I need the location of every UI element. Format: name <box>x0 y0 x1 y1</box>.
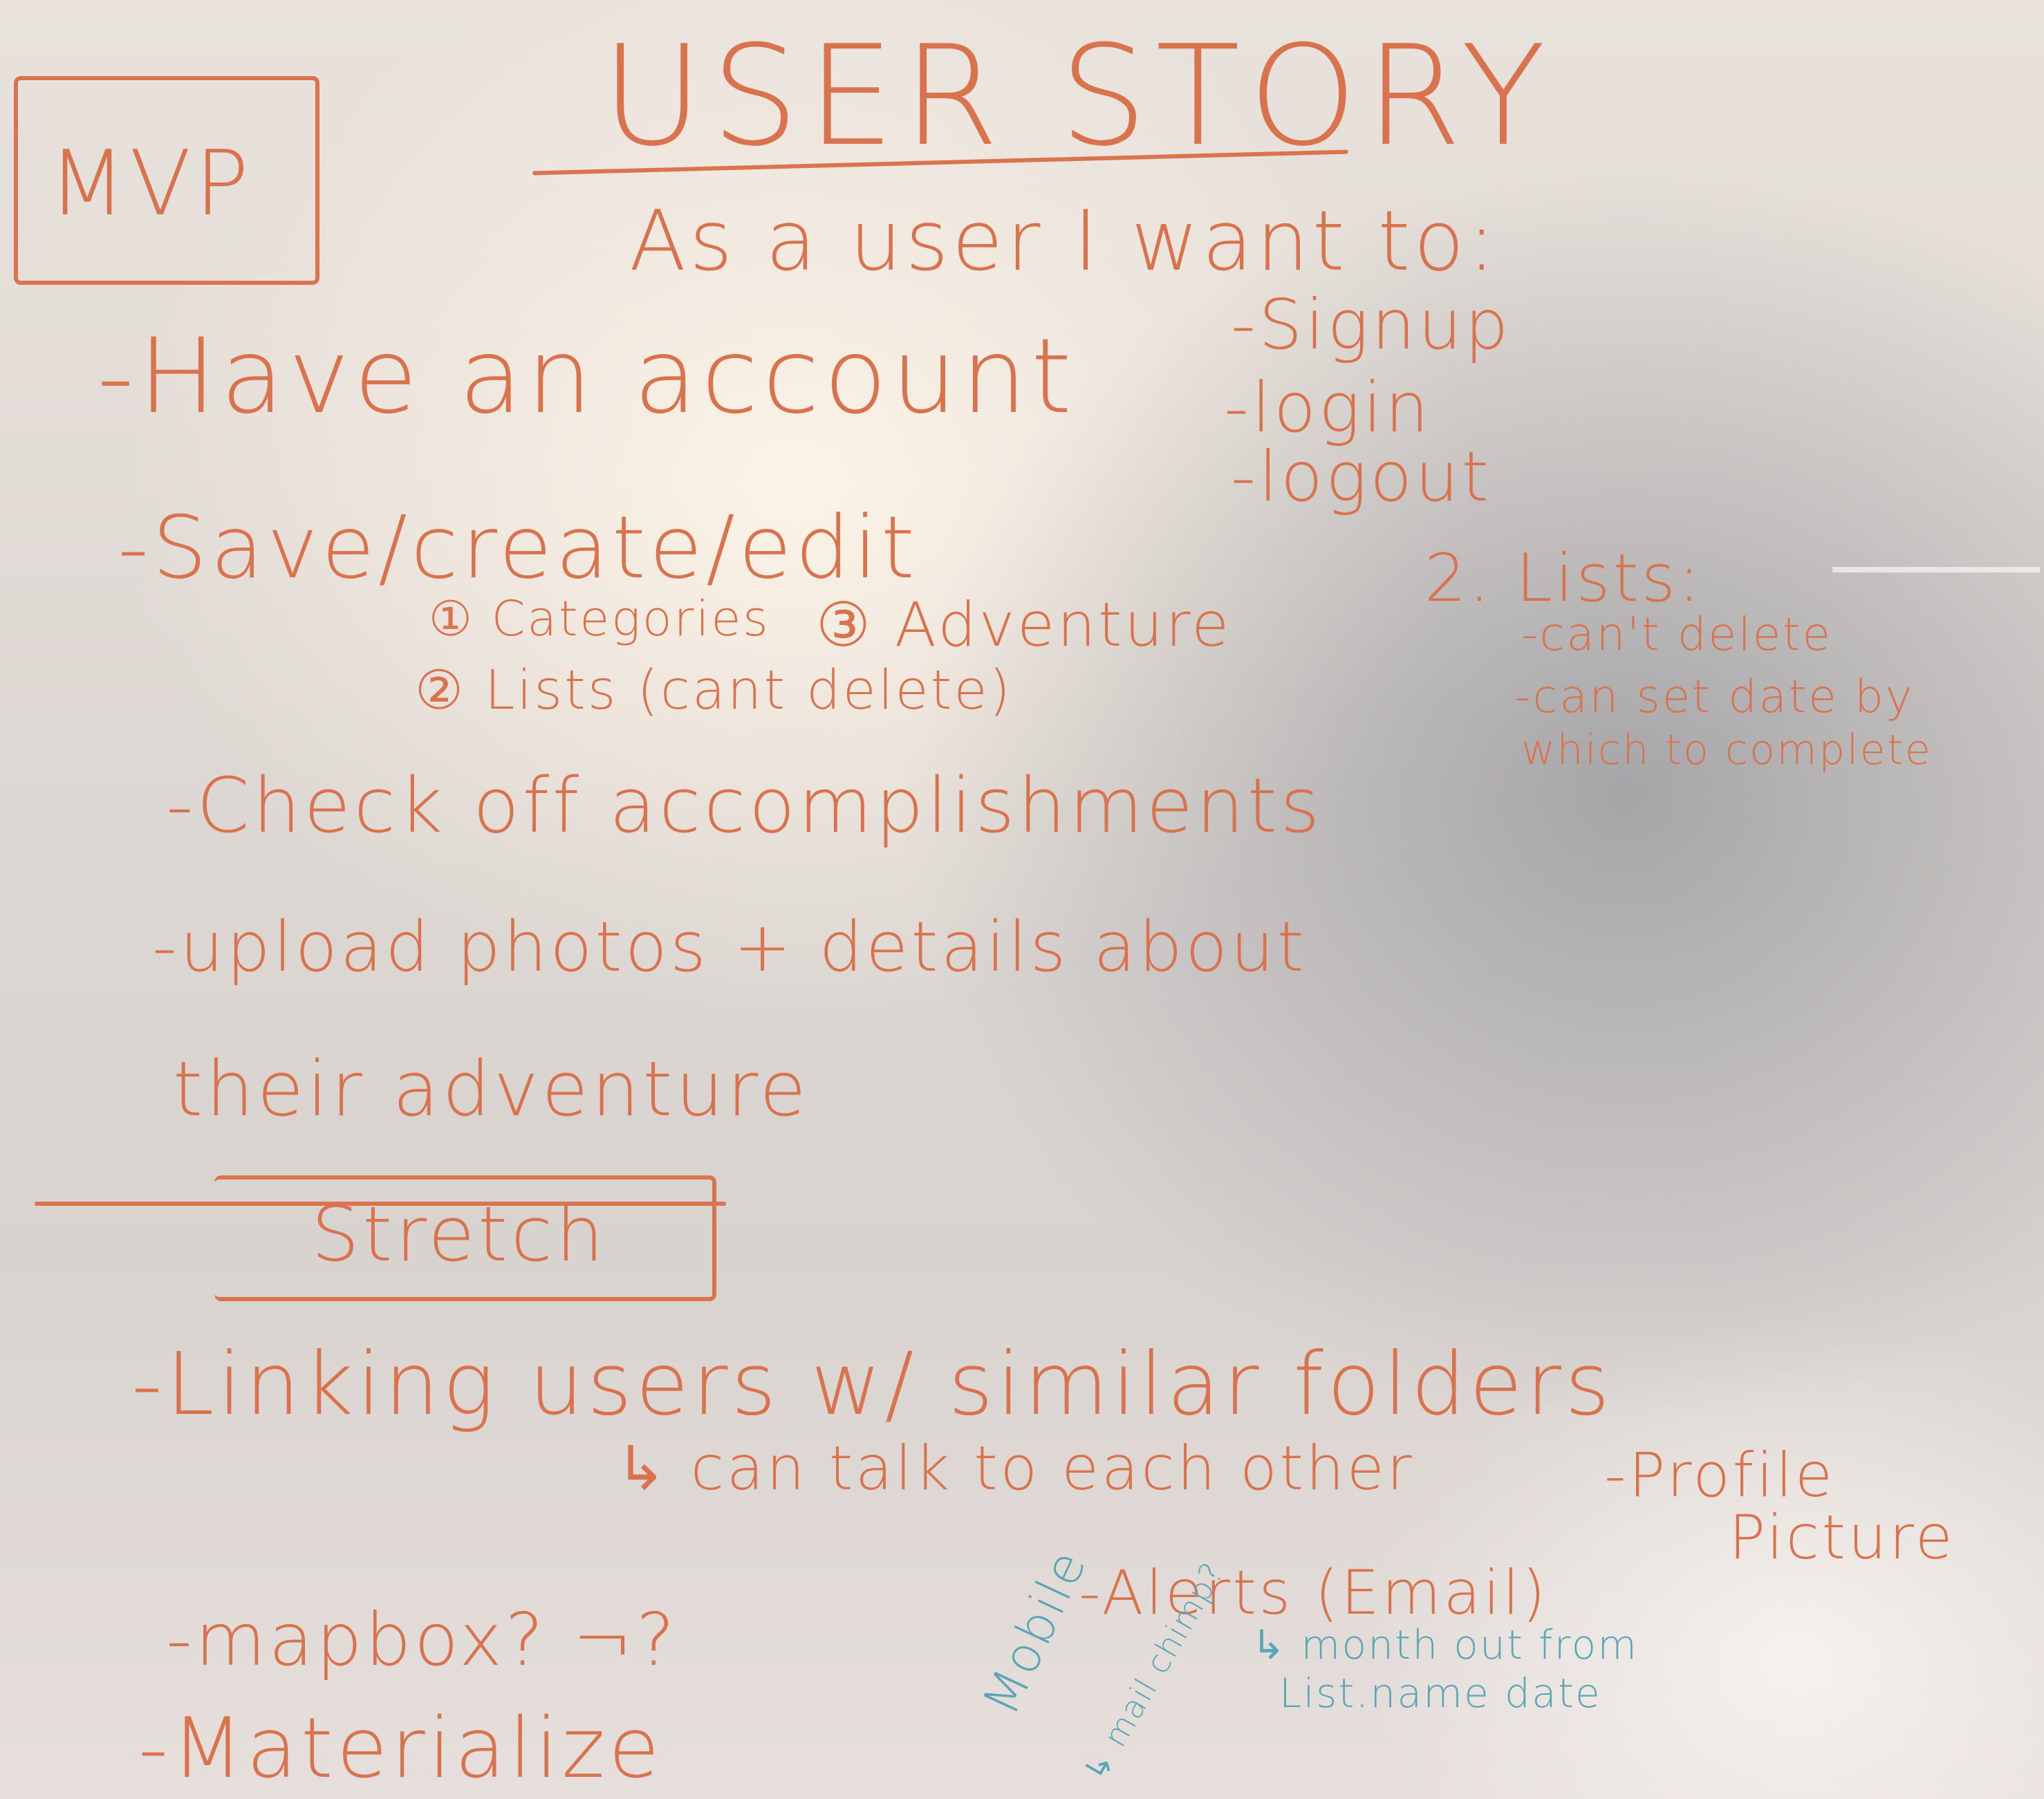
item-check: -Check off accomplishments <box>166 761 1323 850</box>
item-profile: -Profile <box>1604 1439 1835 1511</box>
item-upload: -upload photos + details about <box>152 906 1307 987</box>
item-categories: ① Categories <box>429 590 770 647</box>
light-reflection <box>1832 567 2040 572</box>
item-logout: -logout <box>1231 436 1492 517</box>
item-linking: -Linking users w/ similar folders <box>131 1334 1614 1435</box>
mvp-box <box>14 76 319 285</box>
lists-line-3: which to complete <box>1521 726 1933 774</box>
page-title: USER STORY <box>602 16 1554 177</box>
item-alerts: -Alerts (Email) <box>1079 1557 1548 1628</box>
section-divider <box>35 1202 726 1206</box>
lists-line-1: -can't delete <box>1521 608 1832 661</box>
item-mobile: Mobile <box>971 1540 1098 1724</box>
item-materialize: -Materialize <box>138 1701 663 1797</box>
item-lists: ② Lists (cant delete) <box>415 660 1013 722</box>
lists-line-2: -can set date by <box>1514 670 1915 723</box>
item-listname: List.name date <box>1279 1670 1602 1717</box>
item-login: -login <box>1224 367 1432 448</box>
item-mapbox: -mapbox? ¬? <box>166 1598 678 1682</box>
stretch-box <box>214 1175 716 1301</box>
stretch-label: Stretch <box>311 1190 607 1278</box>
lists-heading: 2. Lists: <box>1424 541 1703 617</box>
intro-text: As a user I want to: <box>629 194 1499 290</box>
item-month: ↳ month out from <box>1252 1621 1639 1668</box>
item-account: -Have an account <box>97 317 1076 437</box>
item-talk: ↳ can talk to each other <box>615 1433 1415 1504</box>
item-adventure: ③ Adventure <box>816 589 1232 660</box>
item-their: their adventure <box>173 1045 810 1133</box>
mvp-label: MVP <box>48 131 253 236</box>
item-picture: Picture <box>1729 1502 1955 1573</box>
item-signup: -Signup <box>1231 284 1512 365</box>
item-save: -Save/create/edit <box>118 498 918 598</box>
